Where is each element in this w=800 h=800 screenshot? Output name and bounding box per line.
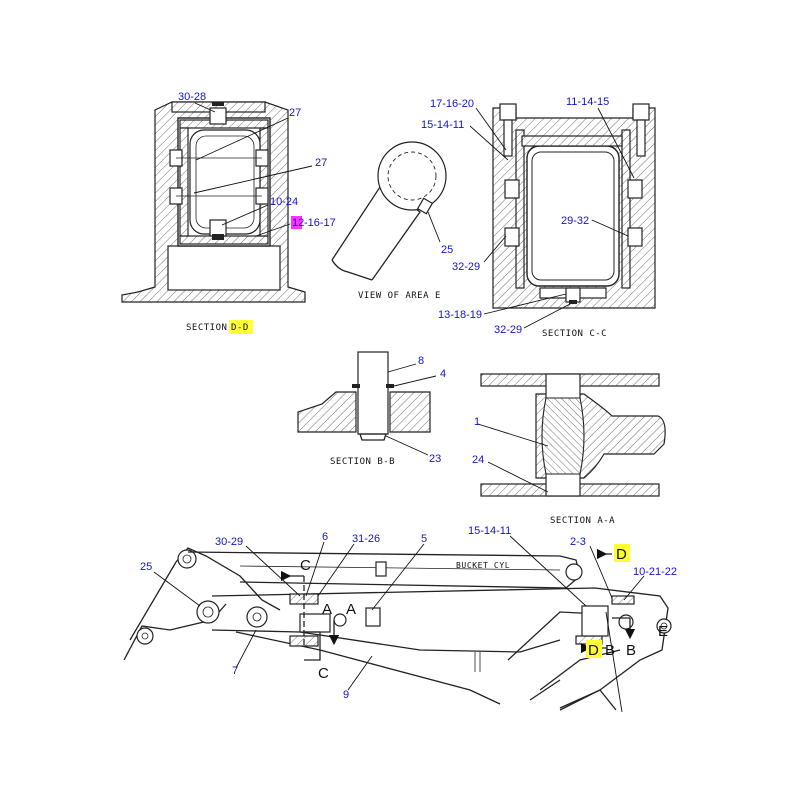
view-letter-b-right: B bbox=[626, 642, 636, 659]
callout-31-26: 31-26 bbox=[352, 533, 380, 545]
section-dd-letter: D-D bbox=[231, 323, 249, 333]
view-letter-a-left: A bbox=[322, 601, 332, 618]
callout-15-14-11-main: 15-14-11 bbox=[468, 525, 511, 537]
view-letter-d-bottom: D bbox=[588, 642, 599, 659]
section-dd-drawing bbox=[121, 101, 313, 303]
yellow-highlight-dd bbox=[229, 320, 253, 334]
callout-16-17: -16-17 bbox=[304, 217, 336, 229]
callout-27-upper: 27 bbox=[289, 107, 301, 119]
callout-17-16-20: 17-16-20 bbox=[430, 98, 474, 110]
view-letter-c-bottom: C bbox=[318, 665, 329, 682]
callout-24: 24 bbox=[472, 454, 484, 466]
callout-1: 1 bbox=[474, 416, 480, 428]
callout-32-29-upper: 32-29 bbox=[452, 261, 480, 273]
callout-11-14-15: 11-14-15 bbox=[566, 96, 609, 108]
view-letter-c-top: C bbox=[300, 557, 311, 574]
view-area-e-drawing bbox=[331, 141, 447, 281]
view-letter-d-top: D bbox=[616, 546, 627, 563]
magenta-highlight bbox=[291, 216, 302, 229]
callout-25-main: 25 bbox=[140, 561, 152, 573]
callout-8: 8 bbox=[418, 355, 424, 367]
section-cc-drawing bbox=[469, 103, 656, 329]
callout-6: 6 bbox=[322, 531, 328, 543]
callout-15-14-11-cc: 15-14-11 bbox=[421, 119, 464, 131]
callout-25-view-e: 25 bbox=[441, 244, 453, 256]
callout-10-24: 10-24 bbox=[270, 196, 298, 208]
view-letter-b-left: B bbox=[605, 642, 615, 659]
callout-5: 5 bbox=[421, 533, 427, 545]
callout-12-highlighted: 12 bbox=[292, 217, 304, 229]
callout-30-28: 30-28 bbox=[178, 91, 206, 103]
section-aa-drawing bbox=[477, 373, 666, 497]
yellow-highlight-d-bottom bbox=[586, 640, 602, 658]
callout-30-29: 30-29 bbox=[215, 536, 243, 548]
callout-2-3: 2-3 bbox=[570, 536, 586, 548]
callout-23: 23 bbox=[429, 453, 441, 465]
bucket-cyl-label: BUCKET CYL bbox=[456, 561, 510, 570]
callout-4: 4 bbox=[440, 368, 446, 380]
section-aa-title: SECTION A-A bbox=[550, 516, 615, 526]
callout-29-32: 29-32 bbox=[561, 215, 589, 227]
callout-13-18-19: 13-18-19 bbox=[438, 309, 482, 321]
callout-9: 9 bbox=[343, 689, 349, 701]
callout-10-21-22: 10-21-22 bbox=[633, 566, 677, 578]
view-letter-a-right: A bbox=[346, 601, 356, 618]
section-cc-title: SECTION C-C bbox=[542, 329, 607, 339]
yellow-highlight-d-top bbox=[614, 544, 630, 562]
section-dd-title-prefix: SECTION bbox=[186, 323, 227, 333]
callout-7: 7 bbox=[232, 665, 238, 677]
view-letter-e: E bbox=[658, 623, 668, 640]
callout-32-29-lower: 32-29 bbox=[494, 324, 522, 336]
stick-assembly-drawing bbox=[123, 535, 672, 713]
callout-27-lower: 27 bbox=[315, 157, 327, 169]
section-bb-title: SECTION B-B bbox=[330, 457, 395, 467]
section-bb-drawing bbox=[297, 351, 437, 456]
view-area-e-title: VIEW OF AREA E bbox=[358, 291, 441, 301]
